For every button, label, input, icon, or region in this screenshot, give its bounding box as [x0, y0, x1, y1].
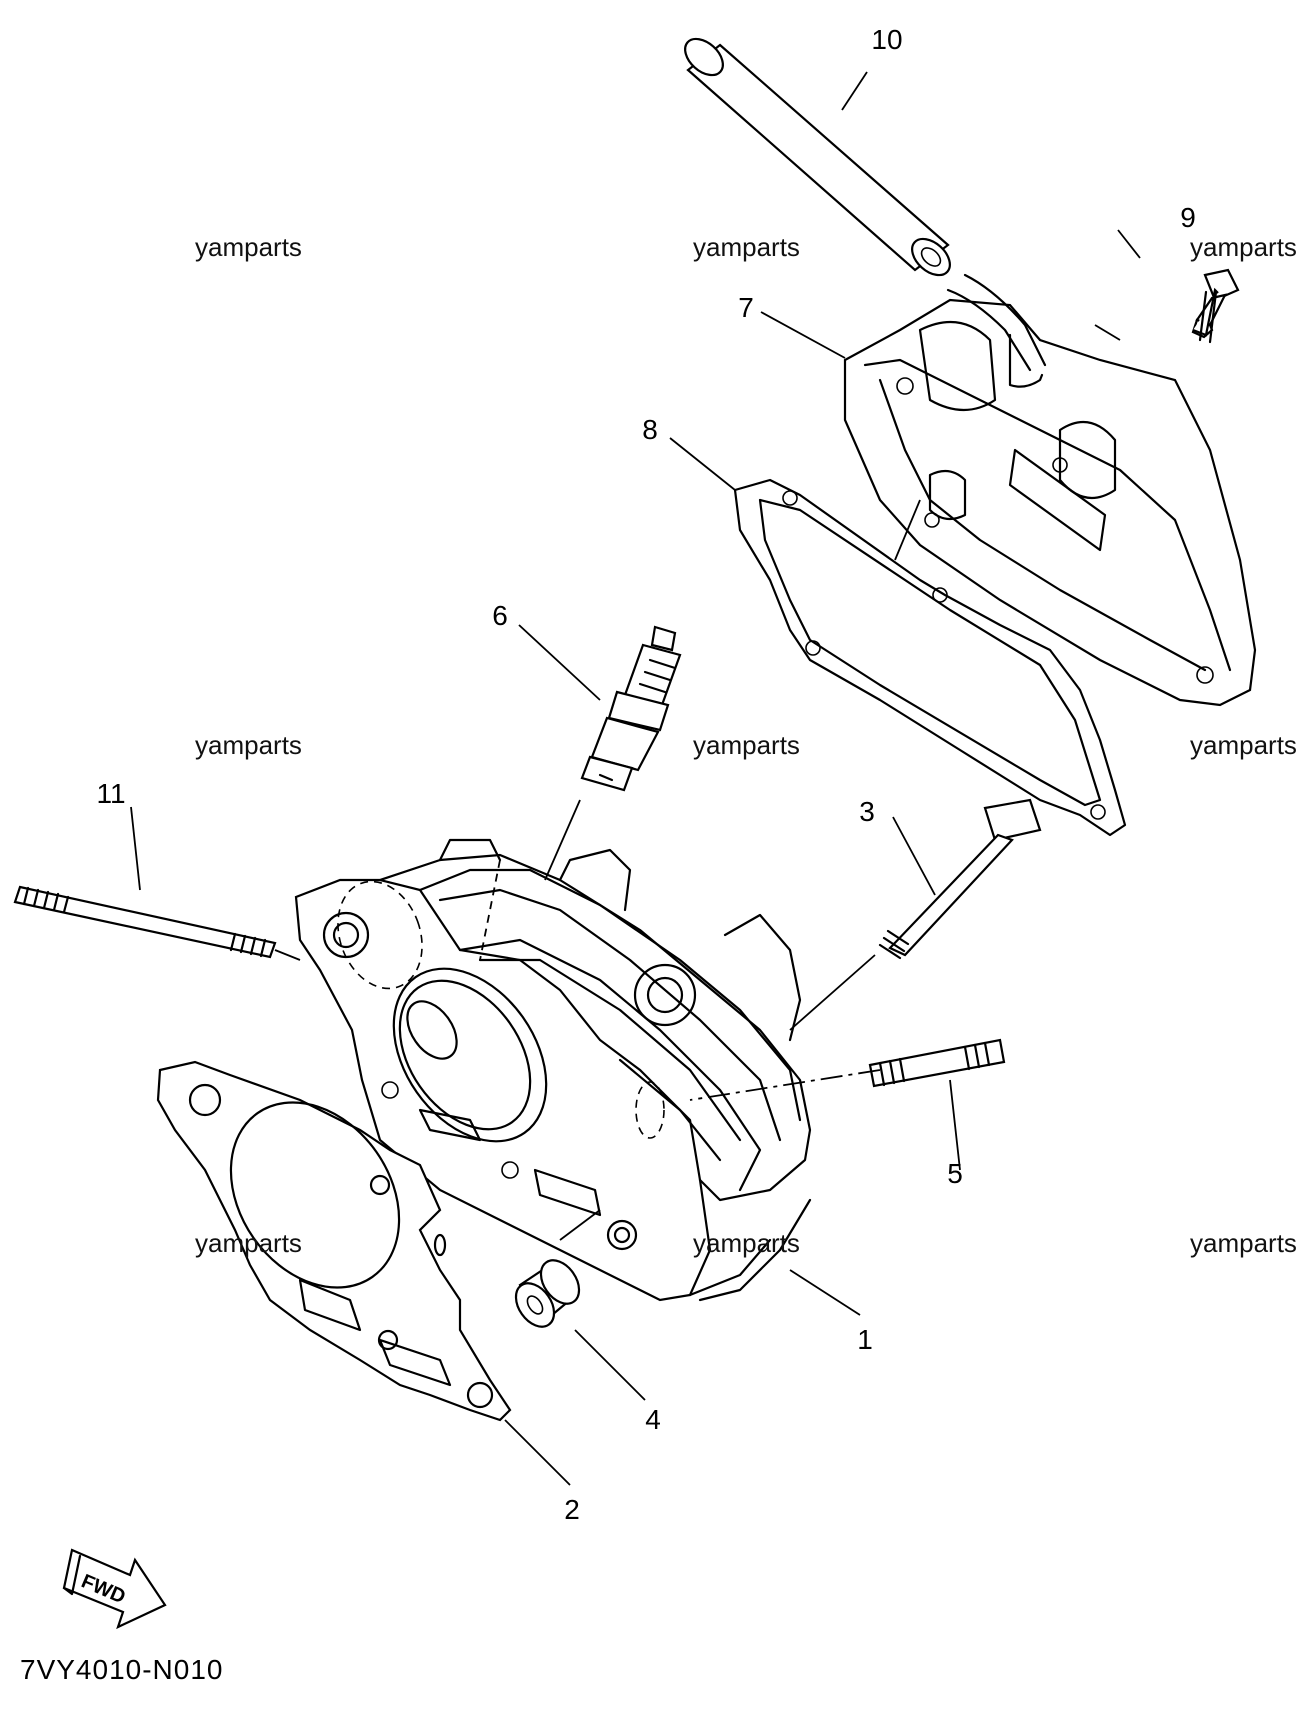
callout-10: 10	[871, 24, 903, 55]
callout-3: 3	[859, 796, 875, 827]
callout-7: 7	[738, 292, 754, 323]
part-4-dowel-pin[interactable]	[508, 1253, 587, 1334]
callout-2: 2	[564, 1494, 580, 1525]
callout-8: 8	[642, 414, 658, 445]
watermark-8: yamparts	[693, 1228, 800, 1258]
watermark-7: yamparts	[195, 1228, 302, 1258]
part-5-short-stud[interactable]	[868, 1038, 1006, 1088]
part-3-head-bolt[interactable]	[878, 798, 1042, 960]
fwd-arrow: FWD	[62, 1548, 167, 1630]
part-2-head-gasket[interactable]	[156, 1060, 512, 1422]
part-1-cylinder-head[interactable]	[294, 838, 812, 1302]
callout-4: 4	[645, 1404, 661, 1435]
callout-5: 5	[947, 1158, 963, 1189]
watermark-9: yamparts	[1190, 1228, 1297, 1258]
part-11-stud-bolt[interactable]	[13, 885, 277, 959]
watermark-2: yamparts	[693, 232, 800, 262]
part-10-breather-hose[interactable]	[678, 32, 956, 282]
watermark-6: yamparts	[1190, 730, 1297, 760]
callout-9: 9	[1180, 202, 1196, 233]
callout-11: 11	[96, 778, 126, 809]
callout-1: 1	[857, 1324, 873, 1355]
callout-6: 6	[492, 600, 508, 631]
watermark-4: yamparts	[195, 730, 302, 760]
leader-lines	[130, 71, 1121, 1486]
watermark-3: yamparts	[1190, 232, 1297, 262]
watermark-1: yamparts	[195, 232, 302, 262]
part-8-cover-gasket[interactable]	[733, 478, 1127, 837]
diagram-code: 7VY4010-N010	[20, 1654, 224, 1685]
part-9-cover-bolt[interactable]	[1191, 268, 1240, 344]
part-7-head-cover[interactable]	[843, 273, 1257, 707]
part-6-spark-plug[interactable]	[580, 625, 682, 792]
watermark-5: yamparts	[693, 730, 800, 760]
